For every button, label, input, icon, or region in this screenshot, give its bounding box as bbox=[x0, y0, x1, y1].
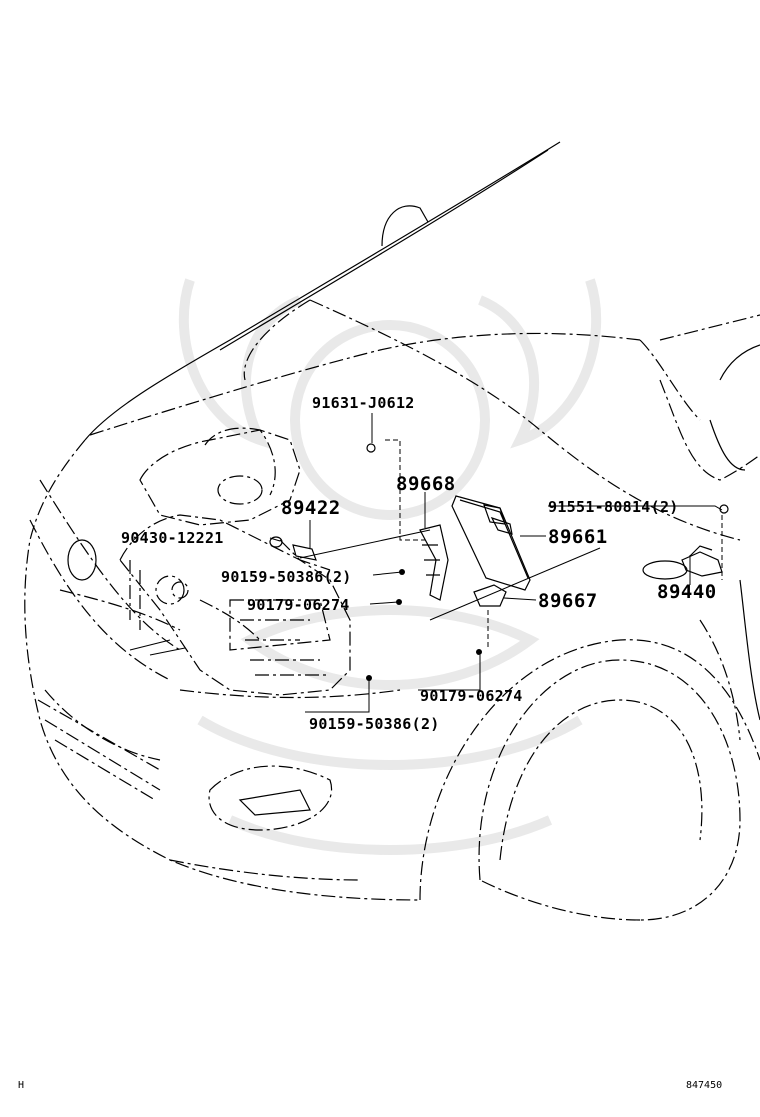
part-label-91631-J0612: 91631-J0612 bbox=[312, 394, 415, 412]
fasteners bbox=[366, 443, 729, 681]
part-label-90159-50386-upper: 90159-50386(2) bbox=[221, 568, 352, 586]
part-label-89440: 89440 bbox=[657, 581, 717, 603]
watermark-logo bbox=[178, 278, 602, 855]
part-label-89422: 89422 bbox=[281, 497, 341, 519]
part-label-89668: 89668 bbox=[396, 473, 456, 495]
part-label-91551-80814: 91551-80814(2) bbox=[548, 498, 679, 516]
footer-diagram-number: 847450 bbox=[686, 1080, 722, 1091]
part-label-90430-12221: 90430-12221 bbox=[121, 529, 224, 547]
part-label-90179-06274-upper: 90179-06274 bbox=[247, 596, 350, 614]
part-label-90179-06274-lower: 90179-06274 bbox=[420, 687, 523, 705]
bracket-89668 bbox=[419, 524, 449, 601]
part-label-89661: 89661 bbox=[548, 526, 608, 548]
sensor-89422 bbox=[269, 536, 317, 561]
part-label-90159-50386-lower: 90159-50386(2) bbox=[309, 715, 440, 733]
part-label-89667: 89667 bbox=[538, 590, 598, 612]
footer-left-code: H bbox=[18, 1080, 24, 1091]
bracket-89667 bbox=[473, 584, 507, 607]
leader-lines bbox=[129, 413, 723, 713]
engine-block bbox=[119, 427, 351, 696]
sensor-89440 bbox=[681, 545, 723, 577]
ecu-module-89661 bbox=[451, 495, 531, 591]
car-body-outline bbox=[24, 141, 760, 921]
